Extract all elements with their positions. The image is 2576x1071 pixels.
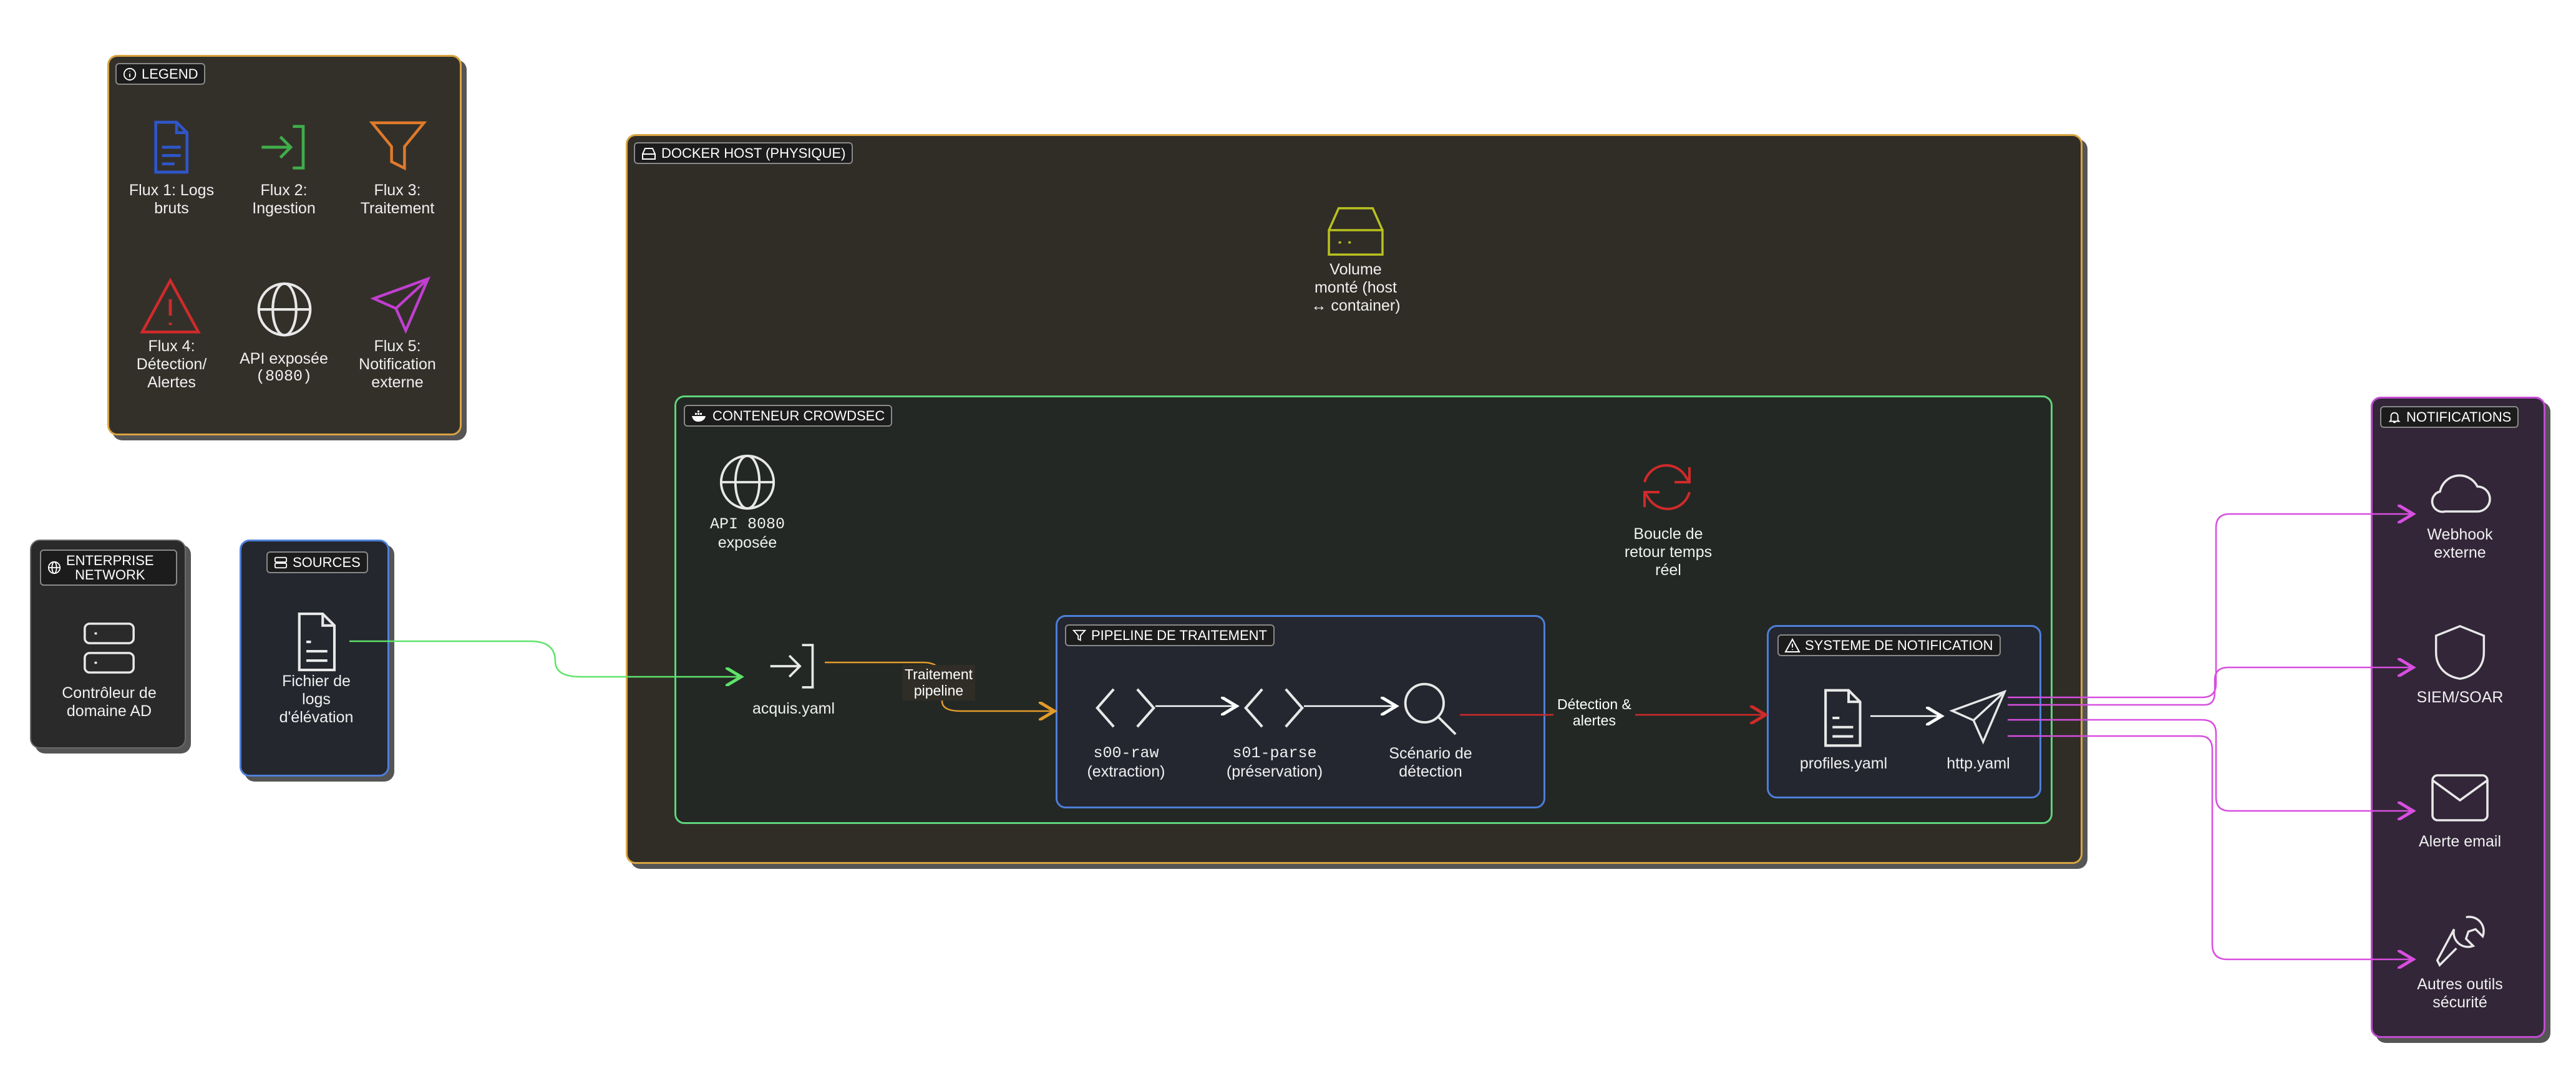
mail-icon	[2431, 774, 2489, 821]
shield-icon	[2434, 624, 2486, 680]
docker-host-title: DOCKER HOST (PHYSIQUE)	[634, 142, 853, 165]
legend-label-flux4: Flux 4:Détection/Alertes	[136, 337, 207, 391]
alert-triangle-icon	[1784, 637, 1801, 652]
info-icon	[123, 67, 137, 80]
http-label: http.yaml	[1947, 755, 2010, 772]
acquis-login-icon	[770, 644, 814, 689]
legend-label-flux3: Flux 3:Traitement	[360, 182, 435, 217]
notification-system-group: SYSTEME DE NOTIFICATION profiles.yaml ht…	[1767, 625, 2041, 798]
email-label: Alerte email	[2419, 833, 2501, 850]
legend-label-flux2: Flux 2:Ingestion	[252, 182, 316, 217]
notification-system-title: SYSTEME DE NOTIFICATION	[1777, 634, 2001, 657]
bell-icon	[2388, 412, 2401, 423]
profiles-label: profiles.yaml	[1799, 755, 1888, 772]
cloud-icon	[2431, 474, 2491, 513]
hard-drive-icon	[642, 147, 656, 160]
code-icon-s01	[1244, 688, 1304, 728]
server-icon	[84, 623, 135, 674]
siem-label: SIEM/SOAR	[2416, 689, 2504, 706]
code-icon-s00	[1096, 688, 1155, 728]
search-icon	[1404, 682, 1457, 735]
crowdsec-title: CONTENEUR CROWDSEC	[684, 405, 893, 427]
filter-icon	[1072, 629, 1087, 641]
database-icon	[274, 556, 288, 568]
edge-label-detection: Détection &alertes	[1553, 695, 1635, 730]
send-icon	[370, 276, 431, 334]
refresh-loop-icon	[1643, 464, 1691, 510]
warning-icon	[140, 278, 201, 334]
s00-label: s00-raw(extraction)	[1087, 744, 1165, 780]
legend-label-api: API exposée(8080)	[240, 350, 328, 385]
file-icon	[154, 120, 188, 174]
s01-label: s01-parse(préservation)	[1226, 744, 1323, 780]
sources-title: SOURCES	[266, 551, 368, 574]
globe-icon	[257, 282, 312, 337]
login-arrow-icon	[261, 125, 305, 170]
docker-icon	[692, 410, 706, 422]
profiles-file-icon	[1824, 689, 1862, 747]
log-file-icon	[298, 612, 336, 672]
api-globe-icon	[719, 454, 775, 510]
notifications-title: NOTIFICATIONS	[2380, 406, 2519, 429]
pipeline-group: PIPELINE DE TRAITEMENT s00-raw(extractio…	[1056, 615, 1545, 808]
http-send-icon	[1949, 689, 2007, 745]
pipeline-title: PIPELINE DE TRAITEMENT	[1065, 624, 1275, 647]
acquis-label: acquis.yaml	[752, 700, 835, 717]
volume-drive-icon	[1328, 207, 1384, 256]
funnel-icon	[369, 121, 427, 171]
globe-icon	[47, 561, 61, 574]
wrench-icon	[2436, 916, 2485, 967]
legend-title: LEGEND	[115, 63, 206, 85]
